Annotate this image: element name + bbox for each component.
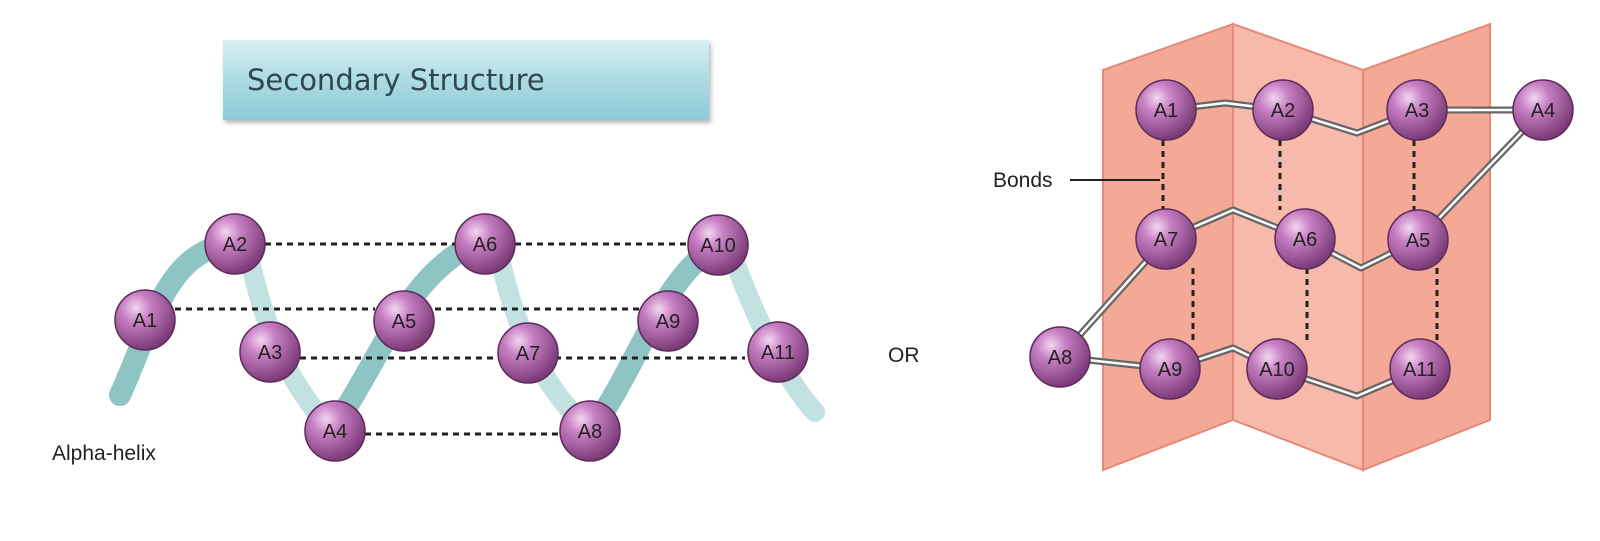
helix-residue-sphere (559, 400, 621, 462)
sheet-residue-label: A4 (1531, 100, 1555, 122)
sheet-residue-a9: A9 (1139, 338, 1201, 400)
title-box: Secondary Structure (223, 40, 709, 120)
helix-residue-a7: A7 (497, 322, 559, 384)
helix-residue-a1: A1 (114, 289, 176, 351)
helix-residue-a2: A2 (204, 213, 266, 275)
or-label: OR (888, 344, 920, 367)
sheet-residue-label: A3 (1405, 100, 1429, 122)
sheet-residue-label: A7 (1154, 229, 1178, 251)
sheet-residue-a5: A5 (1387, 209, 1449, 271)
sheet-residue-label: A11 (1403, 359, 1437, 381)
helix-residue-a6: A6 (454, 213, 516, 275)
helix-bonds (175, 242, 745, 436)
helix-residue-label: A7 (516, 343, 540, 365)
sheet-residue-label: A10 (1259, 359, 1295, 381)
sheet-residue-sphere (1512, 79, 1574, 141)
helix-residue-sphere (454, 213, 516, 275)
diagram-title: Secondary Structure (247, 63, 545, 97)
sheet-residue-sphere (1135, 79, 1197, 141)
helix-residue-sphere (747, 321, 809, 383)
helix-residue-label: A4 (323, 421, 347, 443)
sheet-residue-label: A9 (1158, 359, 1182, 381)
helix-residue-label: A1 (133, 310, 157, 332)
sheet-residue-a10: A10 (1246, 338, 1308, 400)
sheet-residue-sphere (1139, 338, 1201, 400)
bonds-label: Bonds (993, 169, 1053, 192)
helix-residue-label: A10 (700, 235, 736, 257)
helix-residue-a5: A5 (373, 290, 435, 352)
helix-residue-sphere (304, 400, 366, 462)
helix-residue-sphere (687, 214, 749, 276)
sheet-residue-sphere (1135, 208, 1197, 270)
sheet-residue-a4: A4 (1512, 79, 1574, 141)
sheet-residue-sphere (1246, 338, 1308, 400)
helix-residue-a11: A11 (747, 321, 809, 383)
helix-residue-a3: A3 (239, 321, 301, 383)
sheet-residue-a2: A2 (1252, 79, 1314, 141)
sheet-residue-a8: A8 (1029, 326, 1091, 388)
sheet-residue-sphere (1252, 79, 1314, 141)
sheet-residue-sphere (1387, 209, 1449, 271)
helix-residue-label: A8 (578, 421, 602, 443)
helix-residue-label: A5 (392, 311, 416, 333)
helix-residue-label: A9 (656, 311, 680, 333)
helix-residue-a4: A4 (304, 400, 366, 462)
helix-residue-a9: A9 (637, 290, 699, 352)
sheet-residue-sphere (1029, 326, 1091, 388)
sheet-residue-a3: A3 (1386, 79, 1448, 141)
sheet-residue-label: A5 (1406, 230, 1430, 252)
helix-residue-label: A11 (761, 342, 795, 364)
sheet-residue-a1: A1 (1135, 79, 1197, 141)
helix-residue-sphere (204, 213, 266, 275)
helix-residue-label: A6 (473, 234, 497, 256)
sheet-residue-sphere (1274, 208, 1336, 270)
sheet-residue-sphere (1386, 79, 1448, 141)
alpha-helix-label: Alpha-helix (52, 442, 156, 465)
sheet-bonds (1161, 140, 1439, 340)
sheet-residue-label: A6 (1293, 229, 1317, 251)
sheet-residue-sphere (1389, 338, 1451, 400)
helix-residue-sphere (373, 290, 435, 352)
sheet-residue-a6: A6 (1274, 208, 1336, 270)
helix-residue-sphere (637, 290, 699, 352)
helix-residue-a8: A8 (559, 400, 621, 462)
sheet-residue-label: A2 (1271, 100, 1295, 122)
sheet-residue-a7: A7 (1135, 208, 1197, 270)
helix-residue-label: A2 (223, 234, 247, 256)
sheet-residue-a11: A11 (1389, 338, 1451, 400)
helix-residue-sphere (114, 289, 176, 351)
sheet-residue-label: A1 (1154, 100, 1178, 122)
helix-residue-sphere (497, 322, 559, 384)
helix-residue-a10: A10 (687, 214, 749, 276)
sheet-residue-label: A8 (1048, 347, 1072, 369)
helix-residue-label: A3 (258, 342, 282, 364)
helix-residue-sphere (239, 321, 301, 383)
